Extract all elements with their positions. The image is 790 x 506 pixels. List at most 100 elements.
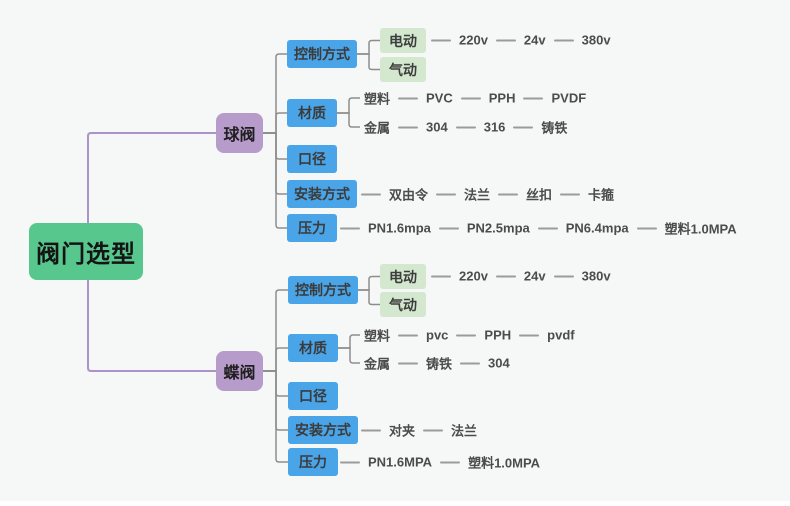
bfly-install-row: 对夹 法兰 (353, 421, 477, 440)
leaf-voltage-24v[interactable]: 24v (523, 32, 546, 48)
leaf-plastic-pph[interactable]: PPH (488, 90, 516, 106)
connector-dash (460, 97, 481, 99)
ball-voltage-row: 220v 24v 380v (423, 33, 611, 48)
leaf-voltage-220v[interactable]: 220v (459, 32, 488, 48)
leaf-metal-304[interactable]: 304 (488, 355, 510, 371)
wire-root-to-ball (87, 132, 216, 223)
wire-ball-plastic (337, 97, 360, 114)
leaf-metal-316[interactable]: 316 (483, 119, 506, 135)
leaf-metal-label[interactable]: 金属 (364, 120, 391, 136)
connector-dash (431, 39, 451, 41)
leaf-pressure-pn16[interactable]: PN1.6MPA (368, 454, 433, 470)
ball-control-node[interactable]: 控制方式 (287, 40, 357, 68)
connector-dash (398, 126, 419, 128)
bfly-electric-node[interactable]: 电动 (380, 264, 426, 289)
wire-ball-material (263, 112, 287, 134)
wire-bfly-plastic (338, 334, 360, 349)
connector-dash (361, 193, 381, 195)
wire-ball-electric (357, 39, 380, 55)
wire-root-to-butterfly (87, 280, 216, 372)
wire-bfly-material (263, 347, 288, 372)
leaf-metal-cast-iron[interactable]: 铸铁 (426, 356, 453, 372)
leaf-voltage-380v[interactable]: 380v (581, 268, 611, 284)
connector-dash (553, 39, 574, 41)
ball-electric-node[interactable]: 电动 (380, 28, 426, 53)
wire-bfly-electric (358, 275, 380, 291)
connector-dash (498, 193, 519, 195)
wire-ball-pressure (263, 132, 287, 229)
leaf-pressure-plastic10[interactable]: 塑料1.0MPA (664, 221, 737, 237)
ball-pneumatic-node[interactable]: 气动 (380, 57, 426, 82)
bfly-pressure-node[interactable]: 压力 (288, 448, 338, 476)
connector-dash (431, 275, 451, 277)
leaf-metal-cast-iron[interactable]: 铸铁 (541, 120, 568, 136)
ball-metal-row: 金属 304 316 铸铁 (364, 118, 567, 137)
connector-dash (495, 39, 516, 41)
leaf-voltage-220v[interactable]: 220v (459, 268, 488, 284)
wire-bfly-pressure (263, 370, 288, 463)
leaf-voltage-380v[interactable]: 380v (581, 32, 611, 48)
leaf-plastic-label[interactable]: 塑料 (364, 91, 391, 107)
leaf-install-flange[interactable]: 法兰 (451, 423, 478, 439)
connector-dash (398, 97, 419, 99)
ball-material-node[interactable]: 材质 (287, 99, 337, 127)
connector-dash (340, 227, 360, 229)
connector-dash (340, 461, 360, 463)
bfly-metal-row: 金属 铸铁 304 (364, 354, 510, 373)
wire-ball-control (263, 53, 287, 134)
wire-bfly-control (263, 289, 288, 372)
bfly-voltage-row: 220v 24v 380v (423, 269, 611, 284)
ball-pressure-row: PN1.6mpa PN2.5mpa PN6.4mpa 塑料1.0MPA (332, 219, 737, 238)
leaf-voltage-24v[interactable]: 24v (523, 268, 546, 284)
connector-dash (438, 227, 459, 229)
leaf-install-clamp[interactable]: 卡箍 (588, 187, 615, 203)
leaf-pressure-plastic10[interactable]: 塑料1.0MPA (468, 455, 541, 471)
ball-install-node[interactable]: 安装方式 (287, 180, 357, 208)
bfly-control-node[interactable]: 控制方式 (288, 276, 358, 304)
leaf-pressure-pn25[interactable]: PN2.5mpa (466, 220, 530, 236)
canvas-bottom-margin (0, 501, 790, 506)
wire-ball-metal (337, 112, 360, 128)
leaf-pressure-pn64[interactable]: PN6.4mpa (565, 220, 629, 236)
connector-dash (398, 334, 419, 336)
wire-bfly-pneumatic (358, 289, 380, 306)
connector-dash (519, 334, 540, 336)
branch-node-ball-valve[interactable]: 球阀 (216, 113, 263, 153)
leaf-install-wafer[interactable]: 对夹 (389, 423, 416, 439)
leaf-metal-label[interactable]: 金属 (364, 356, 391, 372)
bfly-install-node[interactable]: 安装方式 (288, 416, 358, 444)
ball-diameter-node[interactable]: 口径 (287, 145, 337, 173)
connector-dash (537, 227, 558, 229)
ball-pressure-node[interactable]: 压力 (287, 214, 337, 242)
connector-dash (436, 193, 457, 195)
connector-dash (553, 275, 574, 277)
leaf-plastic-pvdf[interactable]: PVDF (551, 90, 587, 106)
leaf-plastic-pvc[interactable]: PVC (426, 90, 453, 106)
leaf-install-flange[interactable]: 法兰 (464, 187, 491, 203)
leaf-install-union[interactable]: 双由令 (389, 187, 429, 203)
leaf-install-thread[interactable]: 丝扣 (526, 187, 553, 203)
bfly-pneumatic-node[interactable]: 气动 (380, 292, 426, 317)
leaf-plastic-pvc[interactable]: pvc (426, 327, 449, 343)
ball-plastic-row: 塑料 PVC PPH PVDF (364, 89, 586, 108)
leaf-metal-304[interactable]: 304 (426, 119, 448, 135)
connector-dash (423, 429, 444, 431)
leaf-plastic-pph[interactable]: PPH (484, 327, 512, 343)
branch-node-butterfly-valve[interactable]: 蝶阀 (216, 351, 263, 391)
connector-dash (361, 429, 381, 431)
wire-ball-pneumatic (357, 53, 380, 71)
bfly-material-node[interactable]: 材质 (288, 334, 338, 362)
connector-dash (440, 461, 461, 463)
wire-ball-install (263, 132, 287, 195)
wire-ball-diameter (263, 132, 287, 160)
leaf-pressure-pn16[interactable]: PN1.6mpa (368, 220, 431, 236)
connector-dash (398, 362, 419, 364)
leaf-plastic-pvdf[interactable]: pvdf (547, 327, 575, 343)
ball-install-row: 双由令 法兰 丝扣 卡箍 (353, 185, 614, 204)
bfly-plastic-row: 塑料 pvc PPH pvdf (364, 326, 575, 345)
bfly-diameter-node[interactable]: 口径 (288, 382, 338, 410)
root-node-valve-selection[interactable]: 阀门选型 (29, 223, 143, 280)
leaf-plastic-label[interactable]: 塑料 (364, 328, 391, 344)
